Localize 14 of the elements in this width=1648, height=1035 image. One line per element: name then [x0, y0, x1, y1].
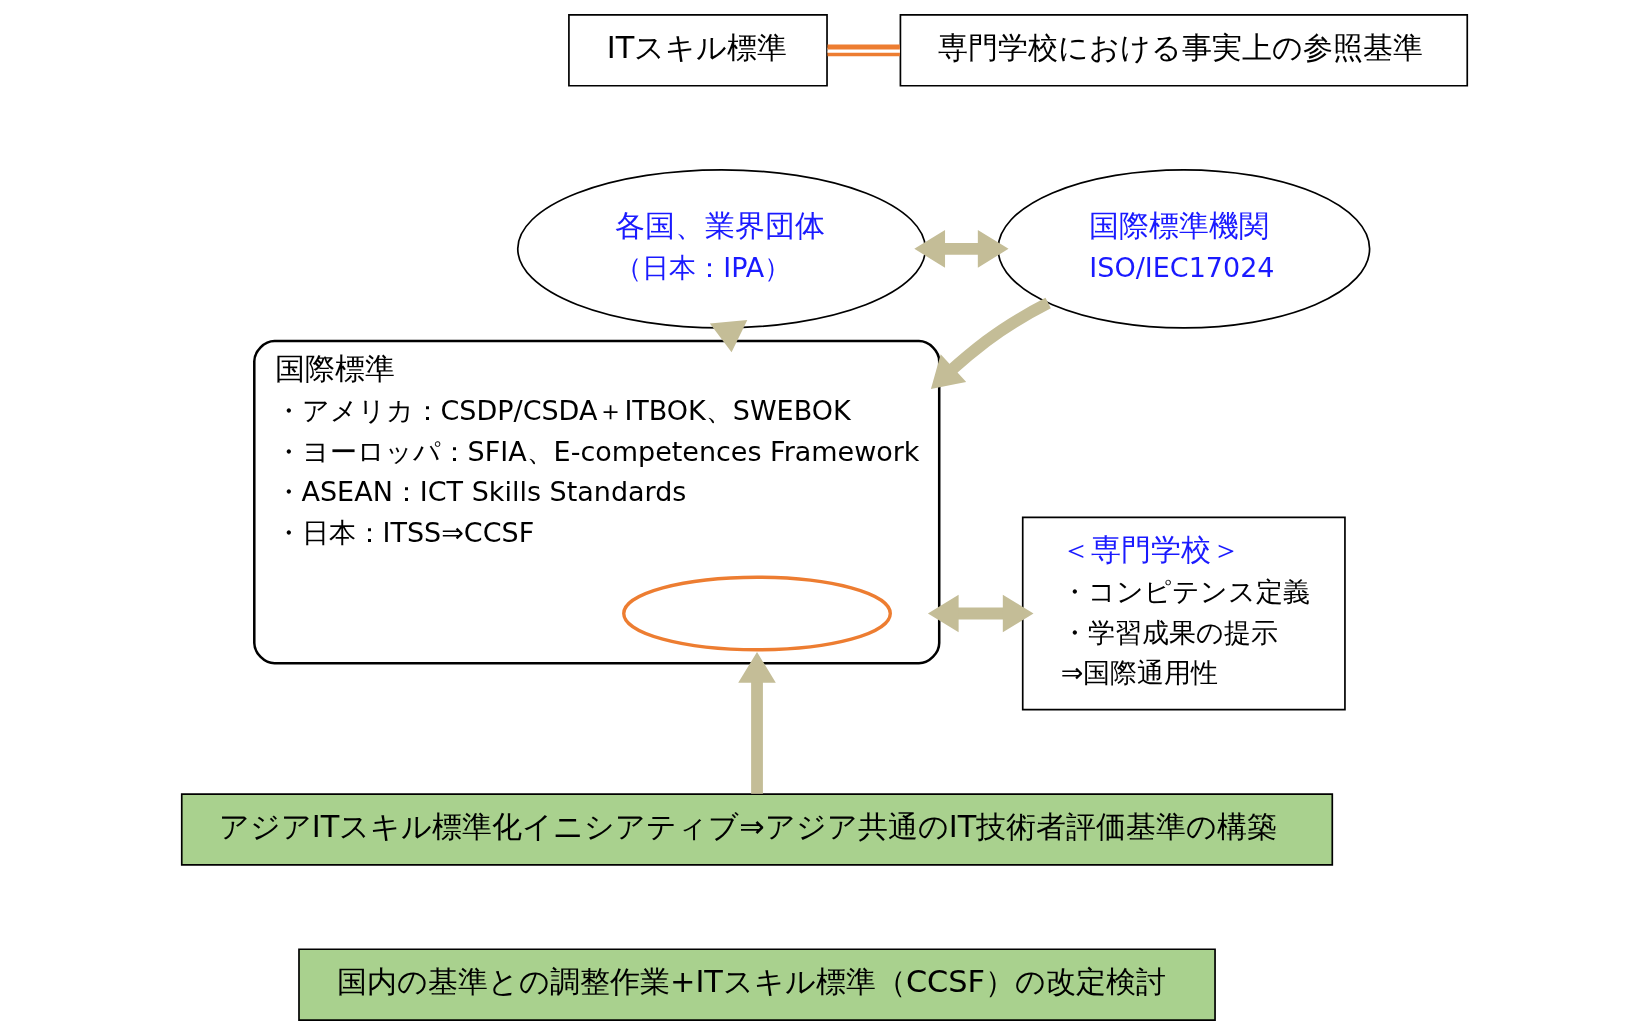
node-box: ＜専門学校＞ ・コンピテンス定義 ・学習成果の提示 ⇒国際通用性: [1021, 516, 1346, 711]
cluster: 国際標準 ・アメリカ：CSDP/CSDA＋ITBOK、SWEBOK ・ヨーロッパ：SFIA、E-competences Framework ・ASEAN：ICT Skills Standards ・日本：ITSS⇒CCSF: [252, 339, 940, 665]
connector: [827, 44, 900, 57]
node-ellipse: 国際標準機関 ISO/IEC17024: [996, 168, 1370, 329]
arrow: [709, 319, 747, 353]
arrow: [927, 594, 1034, 633]
node-box: 国内の基準との調整作業+ITスキル標準（CCSF）の改定検討: [297, 948, 1216, 1021]
node-box: アジアITスキル標準化イニシアティブ⇒アジア共通のIT技術者評価基準の構築: [180, 793, 1333, 866]
arrow: [737, 652, 776, 794]
arrow: [930, 297, 1051, 389]
node-box: ITスキル標準: [567, 14, 828, 87]
arrow: [913, 230, 1009, 268]
node-box: 専門学校における事実上の参照基準: [899, 14, 1468, 87]
node-ellipse: [621, 575, 892, 652]
